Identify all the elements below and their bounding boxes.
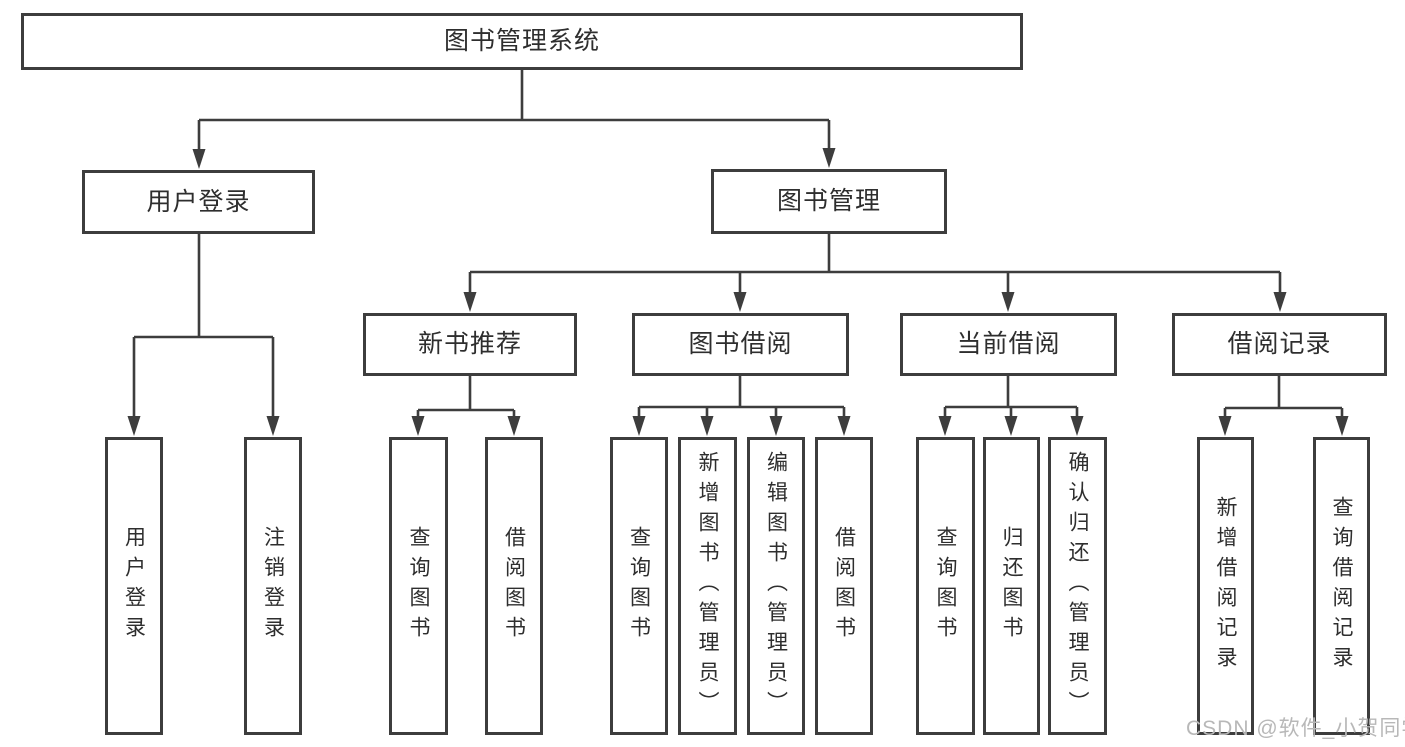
leaf-borrow-books-2: 借阅图书 [815,437,873,735]
leaf-query-books-2-label: 查询图书 [627,526,651,646]
leaf-add-book-admin: 新增图书（管理员） [678,437,737,735]
leaf-query-books-3-label: 查询图书 [934,526,957,646]
leaf-user-login: 用户登录 [105,437,163,735]
leaf-borrow-books-2-label: 借阅图书 [832,526,856,646]
leaf-return-book: 归还图书 [983,437,1040,735]
csdn-watermark: CSDN @软件_小贺同学 [1186,717,1405,740]
leaf-borrow-books-1-label: 借阅图书 [502,526,526,646]
leaf-query-borrow-record: 查询借阅记录 [1313,437,1370,735]
node-current-borrowing: 当前借阅 [900,313,1117,376]
node-borrowing-records: 借阅记录 [1172,313,1387,376]
node-book-management-label: 图书管理 [776,187,881,215]
leaf-add-borrow-record: 新增借阅记录 [1197,437,1254,735]
leaf-logout: 注销登录 [244,437,302,735]
node-root-label: 图书管理系统 [443,27,600,55]
node-current-borrowing-label: 当前借阅 [956,330,1061,358]
leaf-query-books-1-label: 查询图书 [407,526,430,646]
leaf-logout-label: 注销登录 [261,526,285,646]
node-new-book-recommend: 新书推荐 [363,313,577,376]
node-borrowing-records-label: 借阅记录 [1227,330,1332,358]
node-user-login-label: 用户登录 [146,187,251,216]
node-book-borrowing-label: 图书借阅 [688,330,793,358]
leaf-confirm-return-admin: 确认归还（管理员） [1048,437,1107,735]
node-book-borrowing: 图书借阅 [632,313,849,376]
leaf-query-books-3: 查询图书 [916,437,975,735]
leaf-return-book-label: 归还图书 [1000,526,1023,646]
leaf-borrow-books-1: 借阅图书 [485,437,543,735]
leaf-add-book-admin-label: 新增图书（管理员） [696,451,719,721]
node-root-system: 图书管理系统 [21,13,1023,70]
leaf-edit-book-admin-label: 编辑图书（管理员） [764,451,788,721]
leaf-confirm-return-admin-label: 确认归还（管理员） [1066,451,1089,721]
leaf-query-borrow-record-label: 查询借阅记录 [1330,496,1353,676]
leaf-query-books-2: 查询图书 [610,437,668,735]
leaf-query-books-1: 查询图书 [389,437,448,735]
leaf-user-login-label: 用户登录 [122,526,146,646]
node-user-login: 用户登录 [82,170,315,234]
leaf-edit-book-admin: 编辑图书（管理员） [747,437,805,735]
node-new-book-recommend-label: 新书推荐 [417,330,522,358]
node-book-management: 图书管理 [711,169,947,234]
leaf-add-borrow-record-label: 新增借阅记录 [1214,496,1237,676]
